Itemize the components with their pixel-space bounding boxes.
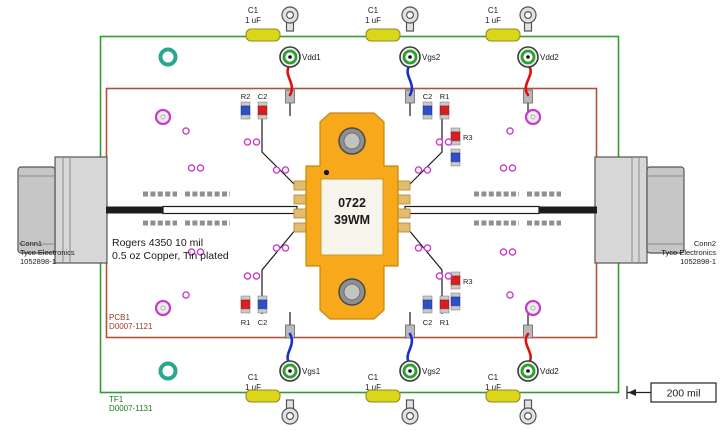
scale-box xyxy=(650,382,717,403)
chip-ceramic-body xyxy=(320,178,384,256)
test-point-label: Vdd2 xyxy=(540,53,559,62)
refdes-label: C2 xyxy=(258,318,268,327)
test-point-label: Vgs2 xyxy=(422,53,441,62)
refdes-label: R1 xyxy=(440,318,450,327)
cap-ref: C1 xyxy=(488,6,499,15)
capacitor-c1 xyxy=(365,389,401,403)
pin1-dot xyxy=(323,169,330,176)
scale-arrowhead xyxy=(628,389,636,396)
conn2-mfr: Tyco Electronics xyxy=(661,248,716,257)
cap-value: 1 uF xyxy=(245,16,261,25)
right-connector xyxy=(594,156,685,264)
cap-value: 1 uF xyxy=(365,383,381,392)
bottom-bias-group-2: Vgs2 C1 1 uF xyxy=(365,360,441,425)
refdes-label: R1 xyxy=(241,318,251,327)
test-point-label: Vgs1 xyxy=(302,367,321,376)
test-point-label: Vdd2 xyxy=(540,367,559,376)
plated-hole-pads xyxy=(154,108,542,317)
bottom-bias-group-3: Vdd2 C1 1 uF xyxy=(485,360,559,425)
conn2-ref: Conn2 xyxy=(694,239,716,248)
top-bias-group-1: C1 1 uF Vdd1 xyxy=(245,6,321,68)
conn1-ref: Conn1 xyxy=(20,239,42,248)
chip-marking-line2: 39WM xyxy=(334,213,370,227)
conn1-mfr: Tyco Electronics xyxy=(20,248,75,257)
capacitor-c1 xyxy=(245,28,281,42)
conn2-part: 1052898-1 xyxy=(680,257,716,266)
top-bias-group-3: C1 1 uF Vdd2 xyxy=(485,6,559,68)
top-bias-group-2: C1 1 uF Vgs2 xyxy=(365,6,441,68)
conn1-part: 1052898-1 xyxy=(20,257,56,266)
cap-ref: C1 xyxy=(488,373,499,382)
cap-value: 1 uF xyxy=(245,383,261,392)
fixture-mounting-holes xyxy=(158,47,178,381)
cluster-top-left: R2 C2 xyxy=(241,92,268,120)
capacitor-c1 xyxy=(245,389,281,403)
wire-entry-pads xyxy=(285,89,533,339)
rf-trace-left xyxy=(106,205,298,215)
pcb-ref: PCB1 xyxy=(109,313,130,322)
cap-ref: C1 xyxy=(248,373,259,382)
refdes-label: C2 xyxy=(423,318,433,327)
via-stitch-rows xyxy=(143,191,561,226)
cap-value: 1 uF xyxy=(485,383,501,392)
capacitor-c1 xyxy=(365,28,401,42)
scale-bar: 200 mil xyxy=(626,382,717,403)
fixture-number: D0007-1131 xyxy=(109,404,153,413)
test-point-label: Vdd1 xyxy=(302,53,321,62)
cluster-bottom-left: R1 C2 xyxy=(241,295,268,327)
bottom-bias-group-1: Vgs1 C1 1 uF xyxy=(245,360,321,425)
refdes-label: R2 xyxy=(241,92,251,101)
substrate-note: Rogers 4350 10 mil xyxy=(112,237,203,249)
pcb-number: D0007-1121 xyxy=(109,322,153,331)
refdes-label: R3 xyxy=(463,133,473,142)
chip-marking-line1: 0722 xyxy=(338,196,366,210)
cluster-bottom-right: C2 R1 R3 xyxy=(423,271,473,327)
refdes-label: R1 xyxy=(440,92,450,101)
capacitor-c1 xyxy=(485,28,521,42)
cluster-top-right: C2 R1 R3 xyxy=(423,92,473,167)
refdes-label: C2 xyxy=(258,92,268,101)
rf-trace-right xyxy=(404,205,597,215)
cap-ref: C1 xyxy=(368,6,379,15)
via-pads xyxy=(182,127,517,299)
chip-package: 0722 39WM xyxy=(305,112,399,320)
scale-label: 200 mil xyxy=(667,388,701,400)
test-point-label: Vgs2 xyxy=(422,367,441,376)
cap-value: 1 uF xyxy=(365,16,381,25)
capacitor-c1 xyxy=(485,389,521,403)
refdes-label: R3 xyxy=(463,277,473,286)
cap-ref: C1 xyxy=(368,373,379,382)
conn2-label: Conn2 Tyco Electronics 1052898-1 xyxy=(661,239,716,266)
left-connector xyxy=(17,156,108,264)
fixture-ref: TF1 xyxy=(109,395,124,404)
refdes-label: C2 xyxy=(423,92,433,101)
cap-ref: C1 xyxy=(248,6,259,15)
conn1-label: Conn1 Tyco Electronics 1052898-1 xyxy=(20,239,75,266)
copper-note: 0.5 oz Copper, Tin plated xyxy=(112,250,229,262)
cap-value: 1 uF xyxy=(485,16,501,25)
